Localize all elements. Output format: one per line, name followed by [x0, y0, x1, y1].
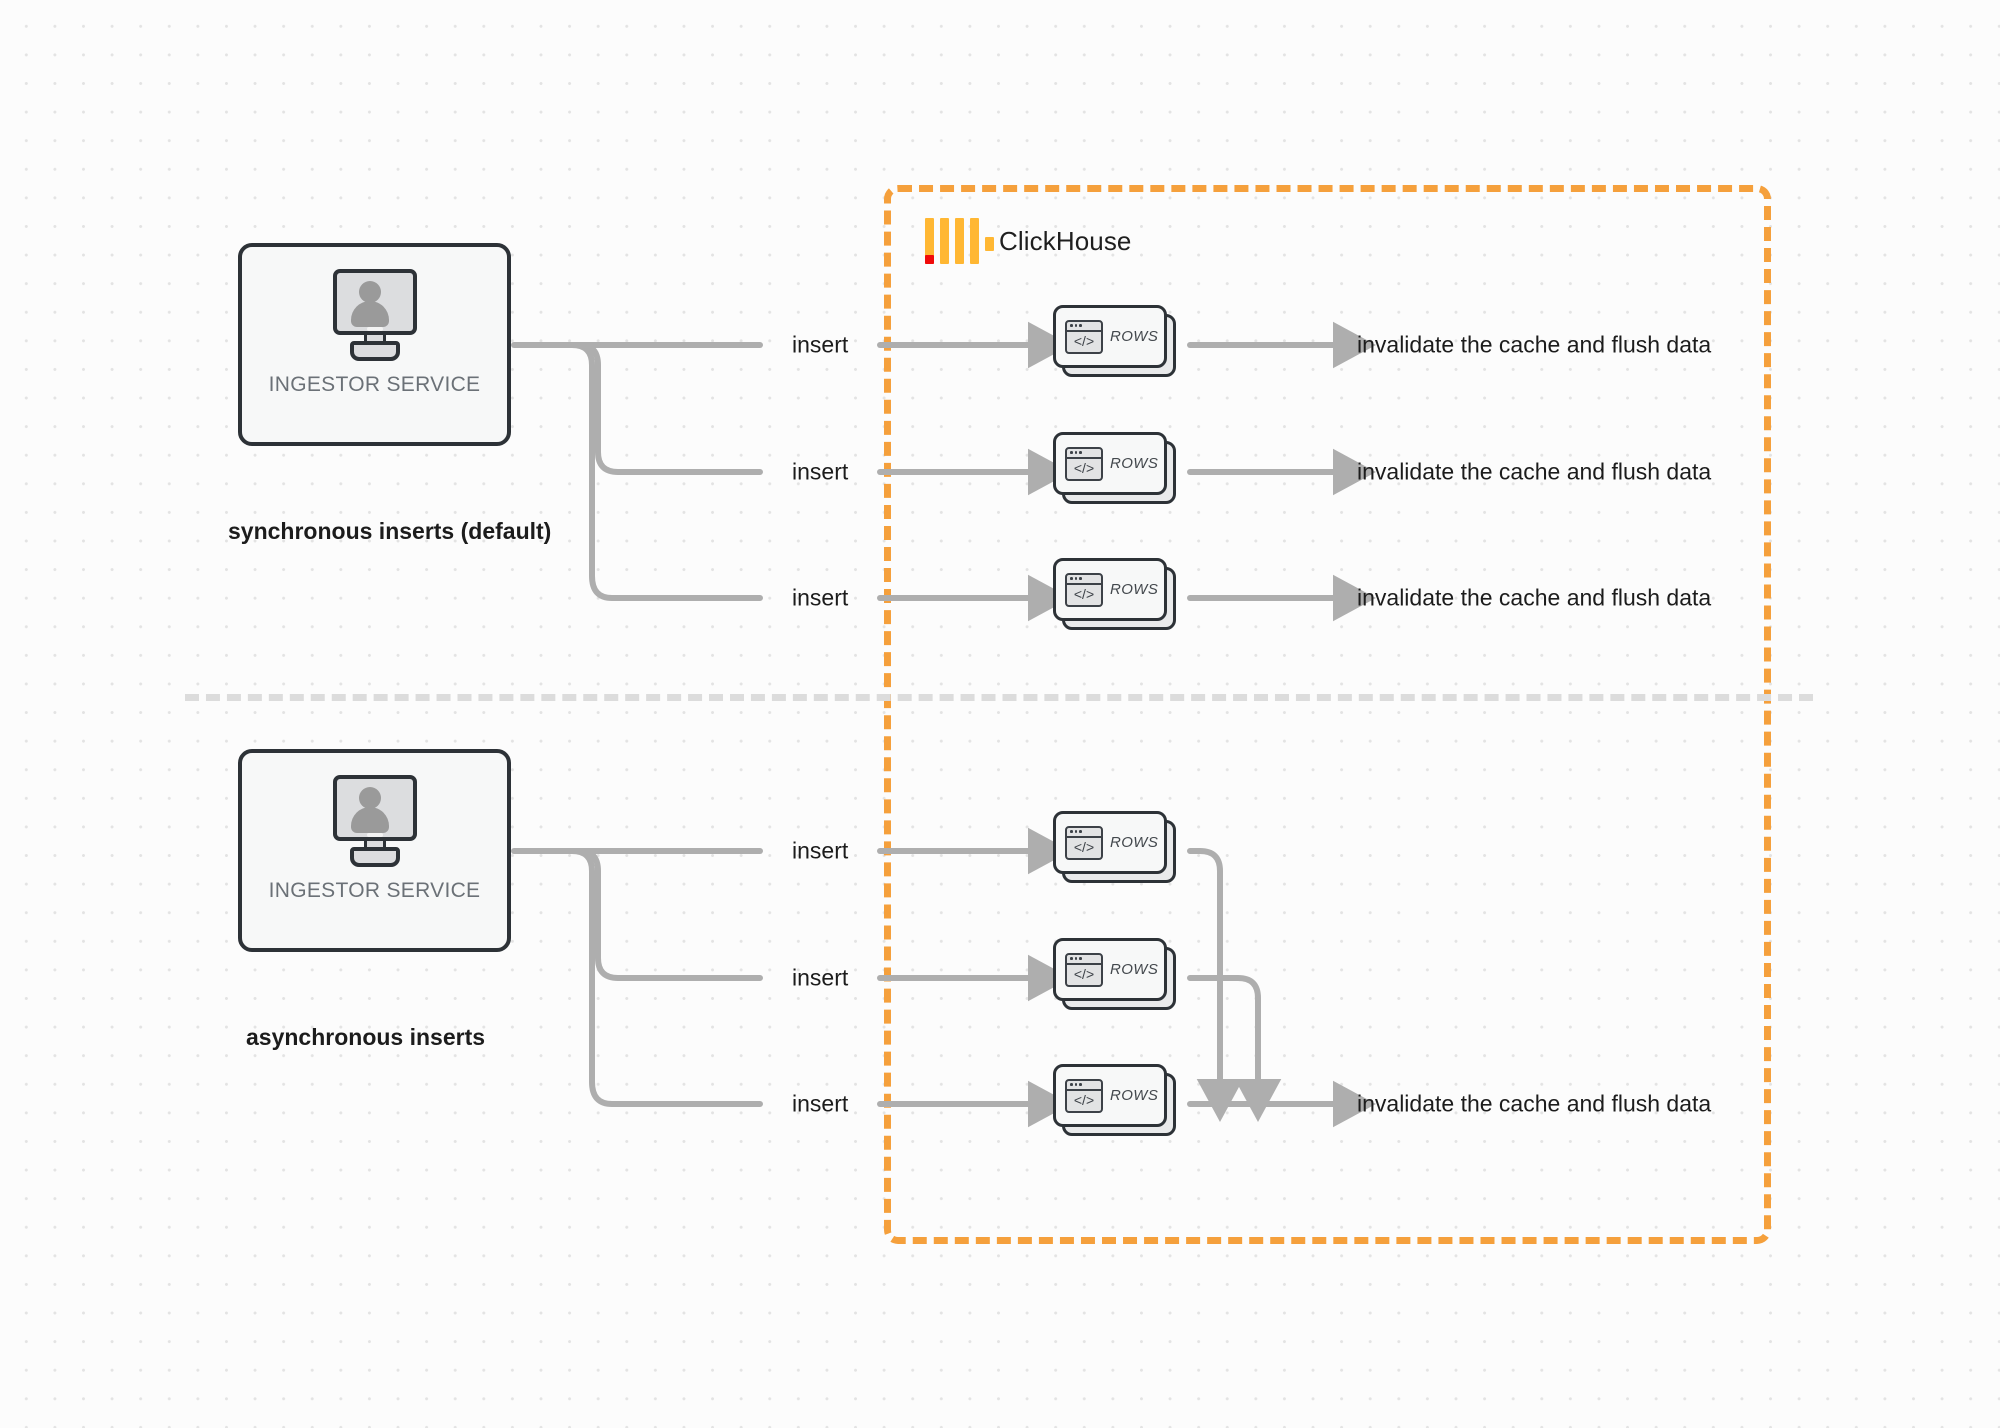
code-window-icon: </>	[1065, 572, 1103, 607]
ingestor-service-label: INGESTOR SERVICE	[268, 373, 481, 396]
clickhouse-logo	[925, 218, 994, 264]
output-label-sync-3: invalidate the cache and flush data	[1357, 584, 1712, 611]
code-window-icon: </>	[1065, 1078, 1103, 1113]
rows-card-async-3[interactable]: </> ROWS	[1053, 1064, 1176, 1136]
code-window-icon: </>	[1065, 825, 1103, 860]
output-label-sync-2: invalidate the cache and flush data	[1357, 458, 1712, 485]
rows-card-sync-2[interactable]: </> ROWS	[1053, 432, 1176, 504]
insert-label-async-1: insert	[792, 837, 849, 864]
rows-card-label: ROWS	[1110, 328, 1159, 345]
rows-card-async-2[interactable]: </> ROWS	[1053, 938, 1176, 1010]
async-branch-3	[557, 848, 763, 1107]
code-window-icon: </>	[1065, 319, 1103, 354]
section-caption-asynchronous: asynchronous inserts	[246, 1024, 486, 1050]
insert-label-async-2: insert	[792, 964, 849, 991]
section-caption-synchronous: synchronous inserts (default)	[228, 518, 552, 544]
rows-card-sync-1[interactable]: </> ROWS	[1053, 305, 1176, 377]
rows-card-sync-3[interactable]: </> ROWS	[1053, 558, 1176, 630]
insert-label-async-3: insert	[792, 1090, 849, 1117]
output-label-sync-1: invalidate the cache and flush data	[1357, 331, 1712, 358]
section-divider	[185, 694, 1813, 701]
rows-card-label: ROWS	[1110, 455, 1159, 472]
code-window-icon: </>	[1065, 952, 1103, 987]
clickhouse-label: ClickHouse	[999, 225, 1132, 256]
rows-card-label: ROWS	[1110, 1087, 1159, 1104]
async-merge-arrow-1	[1187, 848, 1244, 1122]
rows-card-async-1[interactable]: </> ROWS	[1053, 811, 1176, 883]
monitor-user-icon	[325, 269, 425, 361]
monitor-user-icon	[325, 775, 425, 867]
async-merge-arrow-2	[1187, 975, 1282, 1122]
rows-card-label: ROWS	[1110, 834, 1159, 851]
ingestor-service-label: INGESTOR SERVICE	[268, 879, 481, 902]
rows-card-label: ROWS	[1110, 961, 1159, 978]
code-window-icon: </>	[1065, 446, 1103, 481]
clickhouse-boundary	[884, 185, 1771, 1244]
rows-card-label: ROWS	[1110, 581, 1159, 598]
insert-label-sync-2: insert	[792, 458, 849, 485]
ingestor-service-async[interactable]: INGESTOR SERVICE	[238, 749, 511, 952]
insert-label-sync-1: insert	[792, 331, 849, 358]
clickhouse-header: ClickHouse	[925, 218, 1132, 264]
sync-branch-3	[557, 342, 763, 601]
output-label-async-merged: invalidate the cache and flush data	[1357, 1090, 1712, 1117]
insert-label-sync-3: insert	[792, 584, 849, 611]
ingestor-service-sync[interactable]: INGESTOR SERVICE	[238, 243, 511, 446]
